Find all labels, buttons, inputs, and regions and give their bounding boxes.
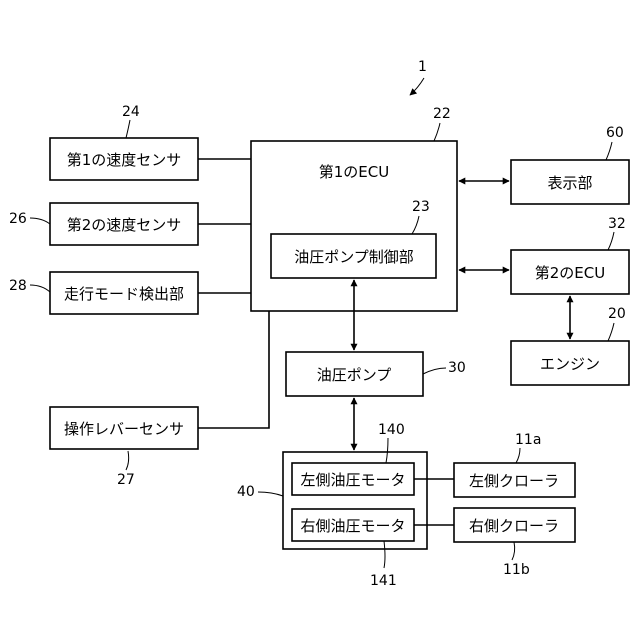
ecu-1-label: 第1のECU bbox=[319, 163, 389, 181]
speed-sensor-1-ref: 24 bbox=[122, 104, 140, 120]
speed-sensor-2-ref: 26 bbox=[9, 211, 27, 227]
lever-sensor-to-ecu-1-line bbox=[198, 311, 269, 428]
left-crawler-ref: 11a bbox=[515, 432, 541, 448]
right-crawler-block: 右側クローラ 11b bbox=[454, 508, 575, 578]
ecu-1-ref: 22 bbox=[433, 106, 451, 122]
engine-label: エンジン bbox=[540, 355, 600, 373]
display-leader bbox=[606, 142, 612, 160]
hydraulic-pump-ref: 30 bbox=[448, 360, 466, 376]
ecu-2-label: 第2のECU bbox=[535, 264, 605, 282]
speed-sensor-1-leader bbox=[126, 120, 130, 138]
display-block: 表示部 60 bbox=[511, 125, 629, 204]
display-ref: 60 bbox=[606, 125, 624, 141]
right-crawler-label: 右側クローラ bbox=[469, 517, 559, 535]
engine-ref: 20 bbox=[608, 306, 626, 322]
left-crawler-leader bbox=[516, 448, 520, 463]
ecu-2-leader bbox=[608, 232, 614, 250]
pump-controller-label: 油圧ポンプ制御部 bbox=[294, 248, 414, 266]
motor-group-ref: 40 bbox=[237, 484, 255, 500]
speed-sensor-2-label: 第2の速度センサ bbox=[67, 216, 182, 234]
ecu-2-block: 第2のECU 32 bbox=[511, 216, 629, 294]
speed-sensor-1-block: 第1の速度センサ 24 bbox=[50, 104, 198, 180]
left-motor-ref: 140 bbox=[378, 422, 405, 438]
system-ref: 1 bbox=[410, 59, 427, 95]
left-crawler-block: 左側クローラ 11a bbox=[454, 432, 575, 497]
display-label: 表示部 bbox=[547, 174, 592, 192]
system-ref-arrow bbox=[410, 78, 424, 95]
lever-sensor-block: 操作レバーセンサ 27 bbox=[50, 407, 198, 488]
speed-sensor-1-label: 第1の速度センサ bbox=[67, 151, 182, 169]
lever-sensor-label: 操作レバーセンサ bbox=[64, 420, 184, 438]
right-motor-label: 右側油圧モータ bbox=[300, 517, 405, 535]
left-crawler-label: 左側クローラ bbox=[469, 472, 559, 490]
travel-mode-detector-ref: 28 bbox=[9, 278, 27, 294]
engine-leader bbox=[608, 323, 614, 341]
ecu-2-ref: 32 bbox=[608, 216, 626, 232]
lever-sensor-ref: 27 bbox=[117, 472, 135, 488]
travel-mode-detector-block: 走行モード検出部 28 bbox=[9, 272, 198, 314]
hydraulic-pump-label: 油圧ポンプ bbox=[317, 366, 392, 384]
left-motor-label: 左側油圧モータ bbox=[300, 471, 405, 489]
pump-controller-ref: 23 bbox=[412, 199, 430, 215]
travel-mode-detector-leader bbox=[30, 285, 50, 292]
hydraulic-pump-block: 油圧ポンプ 30 bbox=[286, 352, 466, 396]
ecu-1-leader bbox=[434, 123, 440, 141]
right-motor-leader bbox=[384, 541, 385, 568]
system-ref-number: 1 bbox=[418, 59, 427, 75]
right-crawler-ref: 11b bbox=[503, 562, 530, 578]
hydraulic-pump-leader bbox=[423, 368, 446, 374]
right-crawler-leader bbox=[512, 542, 515, 560]
speed-sensor-2-block: 第2の速度センサ 26 bbox=[9, 203, 198, 245]
right-motor-ref: 141 bbox=[370, 573, 397, 589]
motor-group-leader bbox=[258, 492, 283, 496]
travel-mode-detector-label: 走行モード検出部 bbox=[64, 285, 184, 303]
speed-sensor-2-leader bbox=[30, 218, 50, 224]
lever-sensor-leader bbox=[126, 451, 129, 470]
